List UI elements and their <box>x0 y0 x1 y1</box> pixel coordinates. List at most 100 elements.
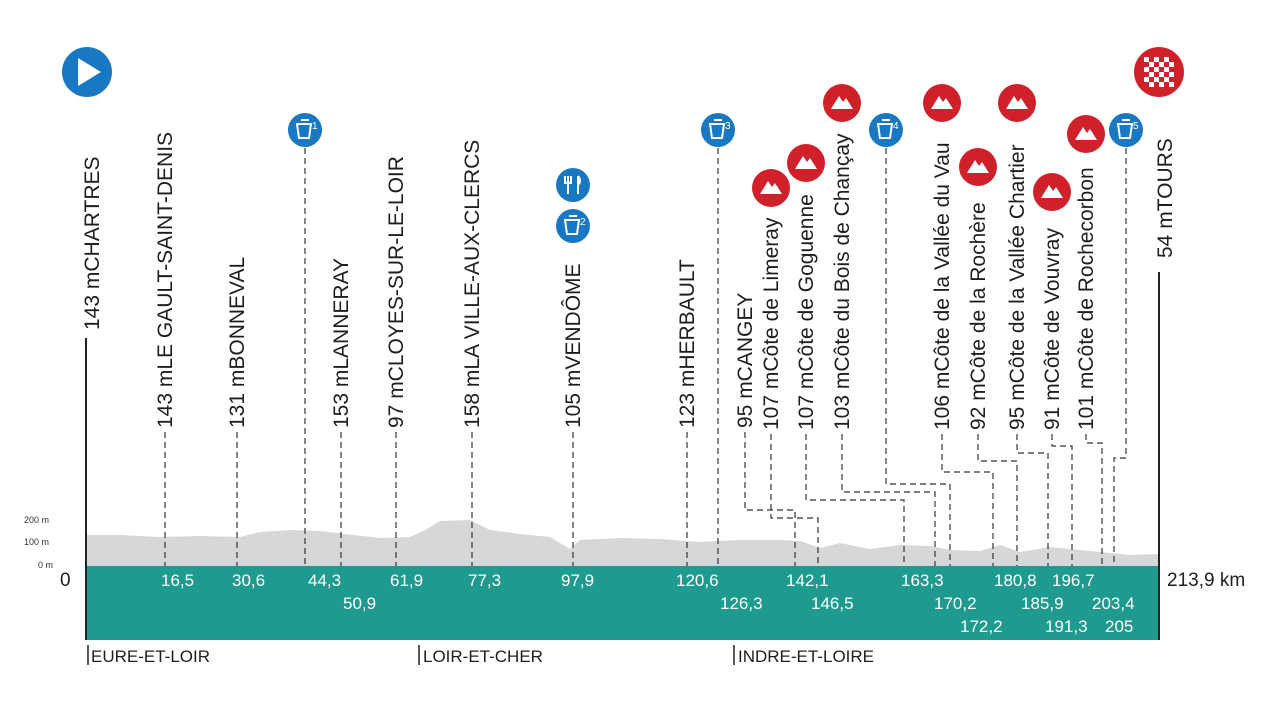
y-label-0: 0 m <box>38 560 53 570</box>
waypoint-km: 180,8 <box>994 571 1037 590</box>
feed-zone-icon <box>556 168 590 202</box>
waypoint-label: 103 mCôte du Bois de Chançay <box>831 133 854 430</box>
waypoint-km: 170,2 <box>934 594 977 613</box>
start-play-icon <box>62 47 112 97</box>
waypoint-km: 30,6 <box>232 571 265 590</box>
waypoint-sprint: 44,31 <box>288 113 341 590</box>
department-eure-et-loir: EURE-ET-LOIR <box>87 645 210 666</box>
waypoint-leader-line <box>941 434 994 566</box>
waypoint-label: 95 mCôte de la Vallée Chartier <box>1006 144 1029 430</box>
waypoint-km: 120,6 <box>676 571 719 590</box>
waypoint-leader-line <box>744 432 796 566</box>
waypoint-km: 172,2 <box>960 617 1003 636</box>
waypoint-label: 158 mLA VILLE-AUX-CLERCS <box>461 140 484 428</box>
y-label-200: 200 m <box>24 515 49 525</box>
waypoint-label: 131 mBONNEVAL <box>226 257 249 428</box>
waypoint-marker: 203,4 <box>1092 594 1135 613</box>
waypoint-label: 97 mCLOYES-SUR-LE-LOIR <box>385 156 408 428</box>
climb-mountain-icon <box>1033 173 1071 211</box>
climb-mountain-icon <box>998 84 1036 122</box>
finish-town-label: 54 mTOURS <box>1154 138 1177 258</box>
waypoint-leader-line <box>1113 148 1127 566</box>
sprint-number: 4 <box>893 121 899 132</box>
waypoint-leader-line <box>841 434 936 566</box>
waypoint-marker: 205 <box>1105 617 1133 636</box>
waypoint-label: 107 mCôte de Limeray <box>760 217 783 430</box>
waypoint-label: 107 mCôte de Goguenne <box>795 194 818 430</box>
waypoint-climb: 107 mCôte de Goguenne <box>787 144 905 566</box>
waypoint-km: 146,5 <box>811 594 854 613</box>
waypoint-town: 131 mBONNEVAL 30,6 <box>226 257 265 590</box>
waypoint-leader-line <box>770 434 819 566</box>
waypoint-km: 50,9 <box>343 594 376 613</box>
waypoint-leader-line <box>1085 434 1103 566</box>
waypoint-km: 142,1 <box>786 571 829 590</box>
waypoint-km: 44,3 <box>308 571 341 590</box>
start-town-label: 143 mCHARTRES <box>81 156 104 330</box>
waypoint-leader-line <box>805 434 905 566</box>
waypoint-km: 77,3 <box>468 571 501 590</box>
sprint-icon: 2 <box>556 209 590 243</box>
waypoint-km: 61,9 <box>390 571 423 590</box>
waypoint-town: 153 mLANNERAY 50,9 <box>330 258 376 613</box>
waypoint-climb: 106 mCôte de la Vallée du Vau 170,2 <box>923 84 994 613</box>
waypoint-town: 97 mCLOYES-SUR-LE-LOIR 61,9 <box>385 156 423 590</box>
waypoint-climb: 92 mCôte de la Rochère 172,2 <box>959 148 1018 636</box>
waypoint-sprint: 196,75 <box>1052 113 1143 590</box>
sprint-icon: 1 <box>288 113 322 147</box>
y-label-100: 100 m <box>24 537 49 547</box>
waypoint-label: 153 mLANNERAY <box>330 258 353 428</box>
waypoint-town: 95 mCANGEY 142,1 <box>734 293 829 590</box>
waypoint-town: 143 mLE GAULT-SAINT-DENIS 16,5 <box>154 132 194 590</box>
sprint-number: 1 <box>312 121 318 132</box>
finish-checkered-icon <box>1134 47 1184 97</box>
waypoint-km: 185,9 <box>1021 594 1064 613</box>
waypoint-town: 123 mHERBAULT 120,6 <box>676 259 719 590</box>
waypoint-km: 126,3 <box>720 594 763 613</box>
sprint-icon: 4 <box>869 113 903 147</box>
waypoint-label: 106 mCôte de la Vallée du Vau <box>931 142 954 430</box>
waypoint-label: 101 mCôte de Rochecorbon <box>1075 167 1098 430</box>
waypoint-km: 16,5 <box>161 571 194 590</box>
waypoint-town: 105 mVENDÔME 97,9 2 <box>556 168 594 590</box>
waypoint-town: 158 mLA VILLE-AUX-CLERCS 77,3 <box>461 140 501 590</box>
zero-km-label: 0 <box>60 570 71 591</box>
sprint-number: 5 <box>1133 121 1139 132</box>
waypoint-label: 105 mVENDÔME <box>562 263 585 428</box>
waypoint-label: 92 mCôte de la Rochère <box>967 202 990 430</box>
waypoint-climb: 91 mCôte de Vouvray 185,9 <box>1021 173 1073 613</box>
svg-text:INDRE-ET-LOIRE: INDRE-ET-LOIRE <box>738 647 874 666</box>
department-indre-et-loire: INDRE-ET-LOIRE <box>733 645 874 666</box>
waypoint-climb: 101 mCôte de Rochecorbon 191,3 <box>1045 115 1105 636</box>
distance-band <box>86 566 1159 640</box>
waypoint-label: 95 mCANGEY <box>734 293 757 428</box>
waypoint-climb: 107 mCôte de Limeray 146,5 <box>752 169 854 613</box>
waypoint-km: 191,3 <box>1045 617 1088 636</box>
waypoint-km: 163,3 <box>901 571 944 590</box>
climb-mountain-icon <box>959 148 997 186</box>
waypoint-leader-line <box>885 148 951 566</box>
svg-text:EURE-ET-LOIR: EURE-ET-LOIR <box>91 647 210 666</box>
waypoint-label: 143 mLE GAULT-SAINT-DENIS <box>154 132 177 428</box>
waypoint-label: 123 mHERBAULT <box>676 259 699 428</box>
climb-mountain-icon <box>923 84 961 122</box>
climb-mountain-icon <box>752 169 790 207</box>
waypoint-sprint: 163,34 <box>869 113 951 590</box>
waypoint-climb: 95 mCôte de la Vallée Chartier 180,8 <box>994 84 1049 590</box>
climb-mountain-icon <box>823 84 861 122</box>
waypoint-label: 91 mCôte de Vouvray <box>1041 228 1064 430</box>
waypoint-km: 97,9 <box>561 571 594 590</box>
climb-mountain-icon <box>787 144 825 182</box>
waypoint-climb: 103 mCôte du Bois de Chançay <box>823 84 936 566</box>
svg-text:LOIR-ET-CHER: LOIR-ET-CHER <box>423 647 543 666</box>
waypoint-sprint: 126,33 <box>701 113 763 613</box>
sprint-number: 3 <box>725 121 731 132</box>
waypoint-leader-line <box>1016 434 1049 566</box>
sprint-number: 2 <box>580 217 586 228</box>
waypoint-leader-line <box>1051 434 1073 566</box>
sprint-icon: 3 <box>701 113 735 147</box>
waypoint-km: 203,4 <box>1092 594 1135 613</box>
total-distance-label: 213,9 km <box>1167 570 1245 591</box>
waypoint-leader-line <box>977 434 1018 566</box>
